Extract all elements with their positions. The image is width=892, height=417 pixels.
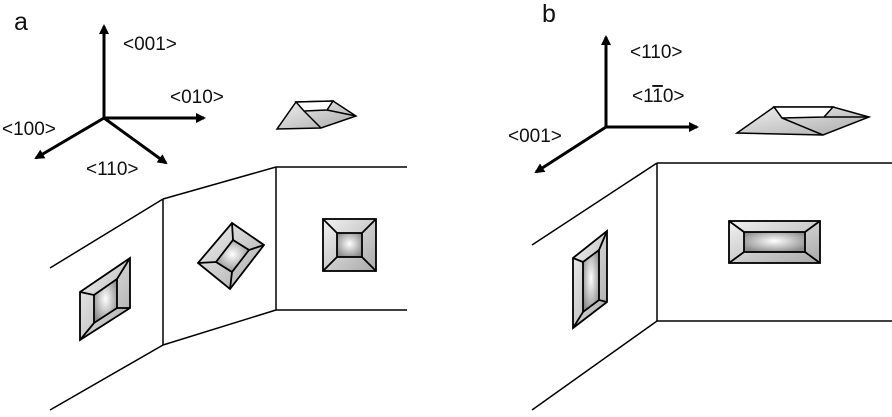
axis-100-arrow bbox=[34, 116, 105, 160]
axis-label-100: <100> bbox=[2, 119, 56, 140]
axis-001-arrow-b bbox=[534, 125, 607, 174]
axis-110-arrow bbox=[103, 116, 168, 165]
panel-a-pit-right-wall bbox=[322, 218, 377, 272]
axis-label-001-b: <001> bbox=[508, 126, 562, 147]
panel-b-pit-left-wall bbox=[572, 229, 608, 330]
axis-label-1-bar1-0-part3: 0> bbox=[663, 86, 685, 107]
panel-a-top-pit bbox=[275, 100, 358, 130]
axis-label-110: <110> bbox=[86, 159, 138, 180]
panel-a: a <001> <010> <100> <110> bbox=[2, 8, 407, 411]
axis-label-010: <010> bbox=[170, 87, 224, 108]
panel-a-pit-middle-wall bbox=[196, 221, 266, 291]
panel-a-pit-left-wall bbox=[79, 256, 131, 342]
panel-b-pit-right-wall bbox=[728, 220, 821, 264]
axis-label-1-bar1-0-part1: <1 bbox=[632, 86, 653, 107]
axis-label-001: <001> bbox=[123, 34, 177, 55]
panel-a-label: a bbox=[14, 8, 28, 36]
axis-label-110-b: <110> bbox=[630, 42, 682, 63]
panel-b-axis-triad bbox=[534, 35, 699, 174]
panel-a-walls bbox=[49, 166, 407, 411]
panel-b: b <110> <110> <001> bbox=[508, 0, 892, 411]
panel-b-walls bbox=[531, 162, 892, 411]
panel-b-label: b bbox=[542, 0, 556, 28]
panel-a-axis-triad bbox=[34, 24, 206, 165]
axis-label-1-bar1-0-overlined: 1 bbox=[652, 86, 663, 107]
panel-b-top-pit bbox=[734, 106, 872, 136]
axis-label-1-bar1-0: <110> bbox=[632, 86, 685, 107]
